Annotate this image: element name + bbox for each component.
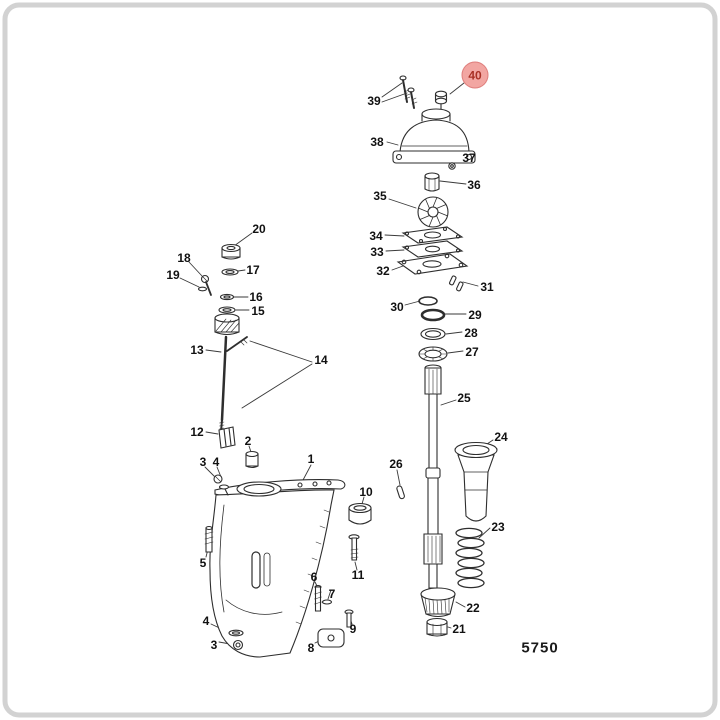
callout-32: 32 (376, 264, 390, 278)
trim-tab-bolt (349, 535, 359, 560)
callout-4: 4 (212, 455, 220, 469)
callout-8: 8 (307, 641, 315, 655)
callout-2: 2 (244, 434, 252, 448)
trim-tab (349, 504, 371, 525)
water-pump-housing (393, 109, 475, 163)
callout-23: 23 (491, 520, 505, 534)
callout-34: 34 (369, 229, 383, 243)
vent-plug (246, 452, 258, 468)
pump-washer (449, 163, 455, 169)
callout-20: 20 (252, 222, 266, 236)
anode-block (318, 629, 344, 647)
callout-9: 9 (349, 622, 357, 636)
oil-seal (419, 347, 447, 361)
callout-1: 1 (307, 452, 315, 466)
wear-plate (403, 241, 462, 257)
driveshaft (424, 365, 442, 588)
spring (456, 528, 484, 587)
callout-16: 16 (249, 290, 263, 304)
housing-screw-washer (214, 475, 229, 495)
callout-24: 24 (494, 430, 508, 444)
water-pump-assembly (393, 76, 475, 361)
drawing-number: 5750 (521, 639, 559, 657)
pump-cover-screws (400, 76, 417, 108)
callout-13: 13 (190, 343, 204, 357)
callout-29: 29 (468, 308, 482, 322)
callout-31: 31 (480, 280, 494, 294)
lower-stud (315, 586, 322, 611)
lower-washer (229, 630, 243, 636)
callout-36: 36 (467, 178, 481, 192)
callout-26: 26 (389, 457, 403, 471)
retaining-ring (221, 294, 234, 299)
callout-27: 27 (465, 345, 479, 359)
callout-19: 19 (166, 268, 180, 282)
callout-28: 28 (464, 326, 478, 340)
flat-ring (421, 329, 445, 340)
callout-4-2: 4 (202, 614, 210, 628)
housing-stud (205, 527, 213, 553)
washer-17 (222, 269, 238, 275)
callout-6: 6 (310, 570, 318, 584)
anode-bolt (345, 610, 353, 627)
page-border (5, 5, 715, 715)
driveshaft-key (396, 485, 405, 499)
callout-39: 39 (367, 94, 381, 108)
stud-washer (323, 600, 332, 604)
callout-33: 33 (370, 245, 384, 259)
pump-fitting (436, 91, 447, 112)
leader-lines (180, 83, 493, 644)
shift-shaft (220, 337, 248, 432)
callout-7: 7 (328, 587, 336, 601)
impeller (418, 197, 448, 227)
impeller-drive-key (425, 173, 439, 191)
callout-14: 14 (314, 353, 328, 367)
callout-25: 25 (457, 391, 471, 405)
callout-35: 35 (373, 189, 387, 203)
pump-gasket-upper (403, 227, 462, 243)
callout-38: 38 (370, 135, 384, 149)
o-ring (422, 310, 444, 320)
callout-10: 10 (359, 485, 373, 499)
callout-18: 18 (177, 251, 191, 265)
callout-15: 15 (251, 304, 265, 318)
pinion-nut (427, 619, 447, 637)
pump-gasket-lower (398, 254, 467, 274)
callout-22: 22 (466, 601, 480, 615)
shift-shaft-assembly (199, 245, 248, 449)
dowel-pins (449, 276, 463, 292)
callout-11: 11 (351, 568, 365, 582)
gearcase-housing (210, 480, 345, 657)
small-o-ring (419, 297, 437, 305)
callout-5: 5 (199, 556, 207, 570)
shift-coupler (219, 427, 235, 448)
lower-nut (234, 641, 243, 650)
callout-37: 37 (462, 151, 476, 165)
pinion-gear (421, 588, 455, 617)
shift-shaft-cap (222, 245, 240, 260)
callout-12: 12 (190, 425, 204, 439)
callout-40[interactable]: 40 (461, 61, 489, 89)
bearing-carrier (455, 443, 497, 522)
shift-shaft-bushing (215, 314, 239, 335)
shift-cam-screw (199, 276, 212, 296)
callout-21: 21 (452, 622, 466, 636)
callout-30: 30 (390, 300, 404, 314)
washer-15 (219, 307, 235, 313)
callout-3-2: 3 (210, 638, 218, 652)
callout-3: 3 (199, 455, 207, 469)
callout-17: 17 (246, 263, 260, 277)
